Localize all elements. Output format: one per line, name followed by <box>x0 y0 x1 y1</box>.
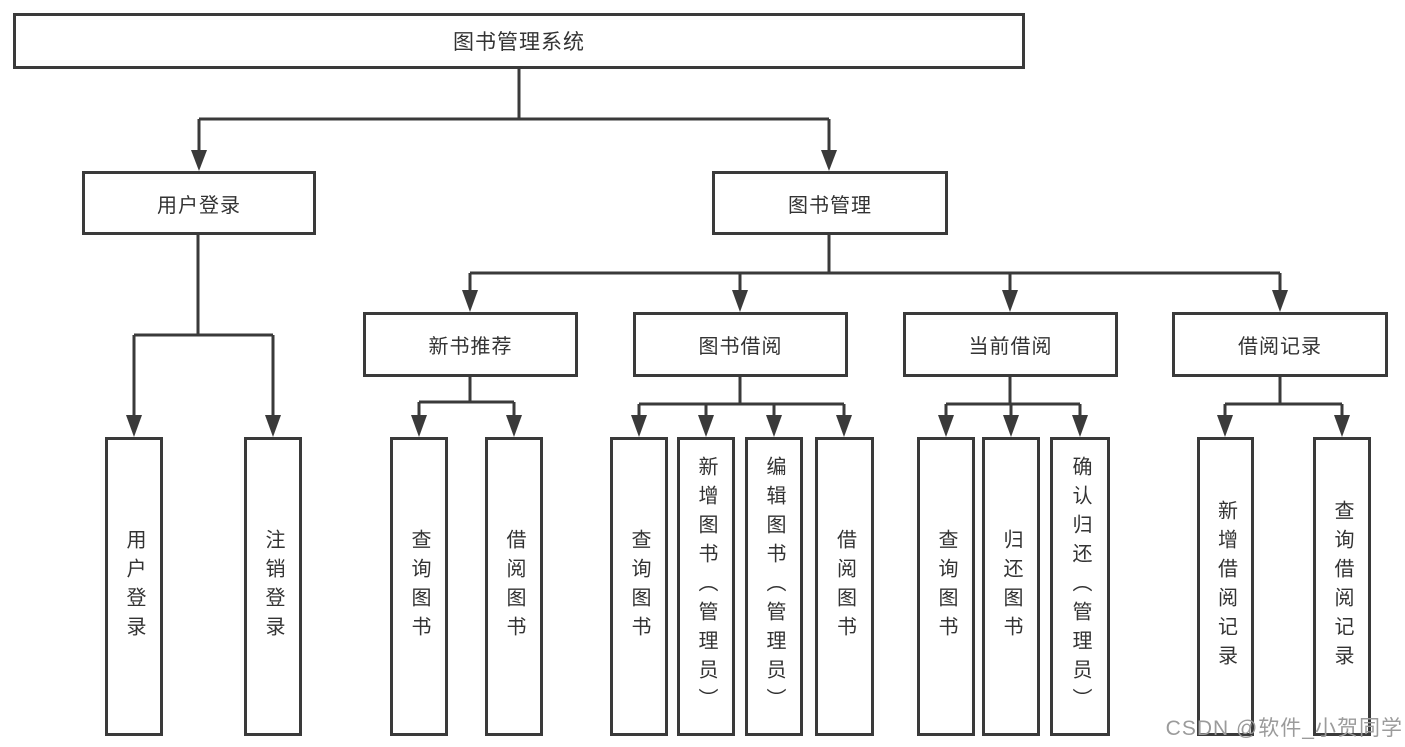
leaf-borrowing-query-books-label: 查询图书 <box>628 528 650 645</box>
node-root-label: 图书管理系统 <box>453 31 585 54</box>
connector-borrow-children <box>631 376 852 437</box>
node-new-book-recommend: 新书推荐 <box>363 312 578 377</box>
arrowhead <box>191 150 207 171</box>
arrowhead <box>506 415 522 437</box>
node-root: 图书管理系统 <box>13 13 1025 69</box>
arrowhead <box>411 415 427 437</box>
connector-current-children <box>938 376 1088 437</box>
leaf-current-return-books-label: 归还图书 <box>1000 528 1022 645</box>
leaf-borrowing-borrow-books-label: 借阅图书 <box>833 528 856 645</box>
arrowhead <box>1003 415 1019 437</box>
arrowhead <box>126 415 142 437</box>
leaf-records-query-record: 查询借阅记录 <box>1313 437 1371 736</box>
leaf-borrowing-borrow-books: 借阅图书 <box>815 437 874 736</box>
arrowhead <box>1072 415 1088 437</box>
arrowhead <box>938 415 954 437</box>
arrowhead <box>821 150 837 171</box>
node-book-borrowing: 图书借阅 <box>633 312 848 377</box>
leaf-user-login-label: 用户登录 <box>123 528 145 645</box>
leaf-newbooks-borrow-books-label: 借阅图书 <box>503 528 525 645</box>
arrowhead <box>1002 290 1018 312</box>
node-book-management: 图书管理 <box>712 171 948 235</box>
node-current-borrowing: 当前借阅 <box>903 312 1118 377</box>
node-borrow-records-label: 借阅记录 <box>1238 336 1322 358</box>
leaf-current-confirm-return-admin-label: 确认归还（管理员） <box>1069 456 1091 717</box>
connector-records-children <box>1217 376 1350 437</box>
arrowhead <box>1217 415 1233 437</box>
leaf-current-query-books: 查询图书 <box>917 437 975 736</box>
leaf-records-add-record-label: 新增借阅记录 <box>1214 499 1237 674</box>
leaf-logout-label: 注销登录 <box>262 528 284 645</box>
arrowhead <box>766 415 782 437</box>
node-user-login: 用户登录 <box>82 171 316 235</box>
node-new-book-recommend-label: 新书推荐 <box>428 336 513 358</box>
leaf-records-add-record: 新增借阅记录 <box>1197 437 1254 736</box>
node-book-management-label: 图书管理 <box>788 194 872 217</box>
node-borrow-records: 借阅记录 <box>1172 312 1388 377</box>
arrowhead <box>265 415 281 437</box>
connector-book-mgmt-children <box>462 234 1288 312</box>
node-user-login-label: 用户登录 <box>157 194 241 217</box>
leaf-records-query-record-label: 查询借阅记录 <box>1331 499 1353 674</box>
arrowhead <box>631 415 647 437</box>
leaf-newbooks-borrow-books: 借阅图书 <box>485 437 543 736</box>
csdn-watermark: CSDN @软件_小贺同学 <box>1165 717 1403 740</box>
arrowhead <box>1272 290 1288 312</box>
connector-new-books-children <box>411 376 522 437</box>
connector-user-login-children <box>126 234 281 437</box>
leaf-borrowing-add-books-admin-label: 新增图书（管理员） <box>695 456 717 717</box>
arrowhead <box>462 290 478 312</box>
leaf-borrowing-edit-books-admin: 编辑图书（管理员） <box>745 437 803 736</box>
arrowhead <box>732 290 748 312</box>
arrowhead <box>836 415 852 437</box>
leaf-borrowing-edit-books-admin-label: 编辑图书（管理员） <box>763 456 785 717</box>
leaf-current-query-books-label: 查询图书 <box>935 528 957 645</box>
leaf-borrowing-add-books-admin: 新增图书（管理员） <box>677 437 735 736</box>
node-book-borrowing-label: 图书借阅 <box>698 336 783 358</box>
connector-root-children <box>191 68 837 171</box>
arrowhead <box>698 415 714 437</box>
leaf-borrowing-query-books: 查询图书 <box>610 437 668 736</box>
leaf-user-login: 用户登录 <box>105 437 163 736</box>
leaf-newbooks-query-books-label: 查询图书 <box>408 528 430 645</box>
leaf-newbooks-query-books: 查询图书 <box>390 437 448 736</box>
leaf-current-confirm-return-admin: 确认归还（管理员） <box>1050 437 1110 736</box>
leaf-logout: 注销登录 <box>244 437 302 736</box>
leaf-current-return-books: 归还图书 <box>982 437 1040 736</box>
arrowhead <box>1334 415 1350 437</box>
node-current-borrowing-label: 当前借阅 <box>968 336 1053 358</box>
